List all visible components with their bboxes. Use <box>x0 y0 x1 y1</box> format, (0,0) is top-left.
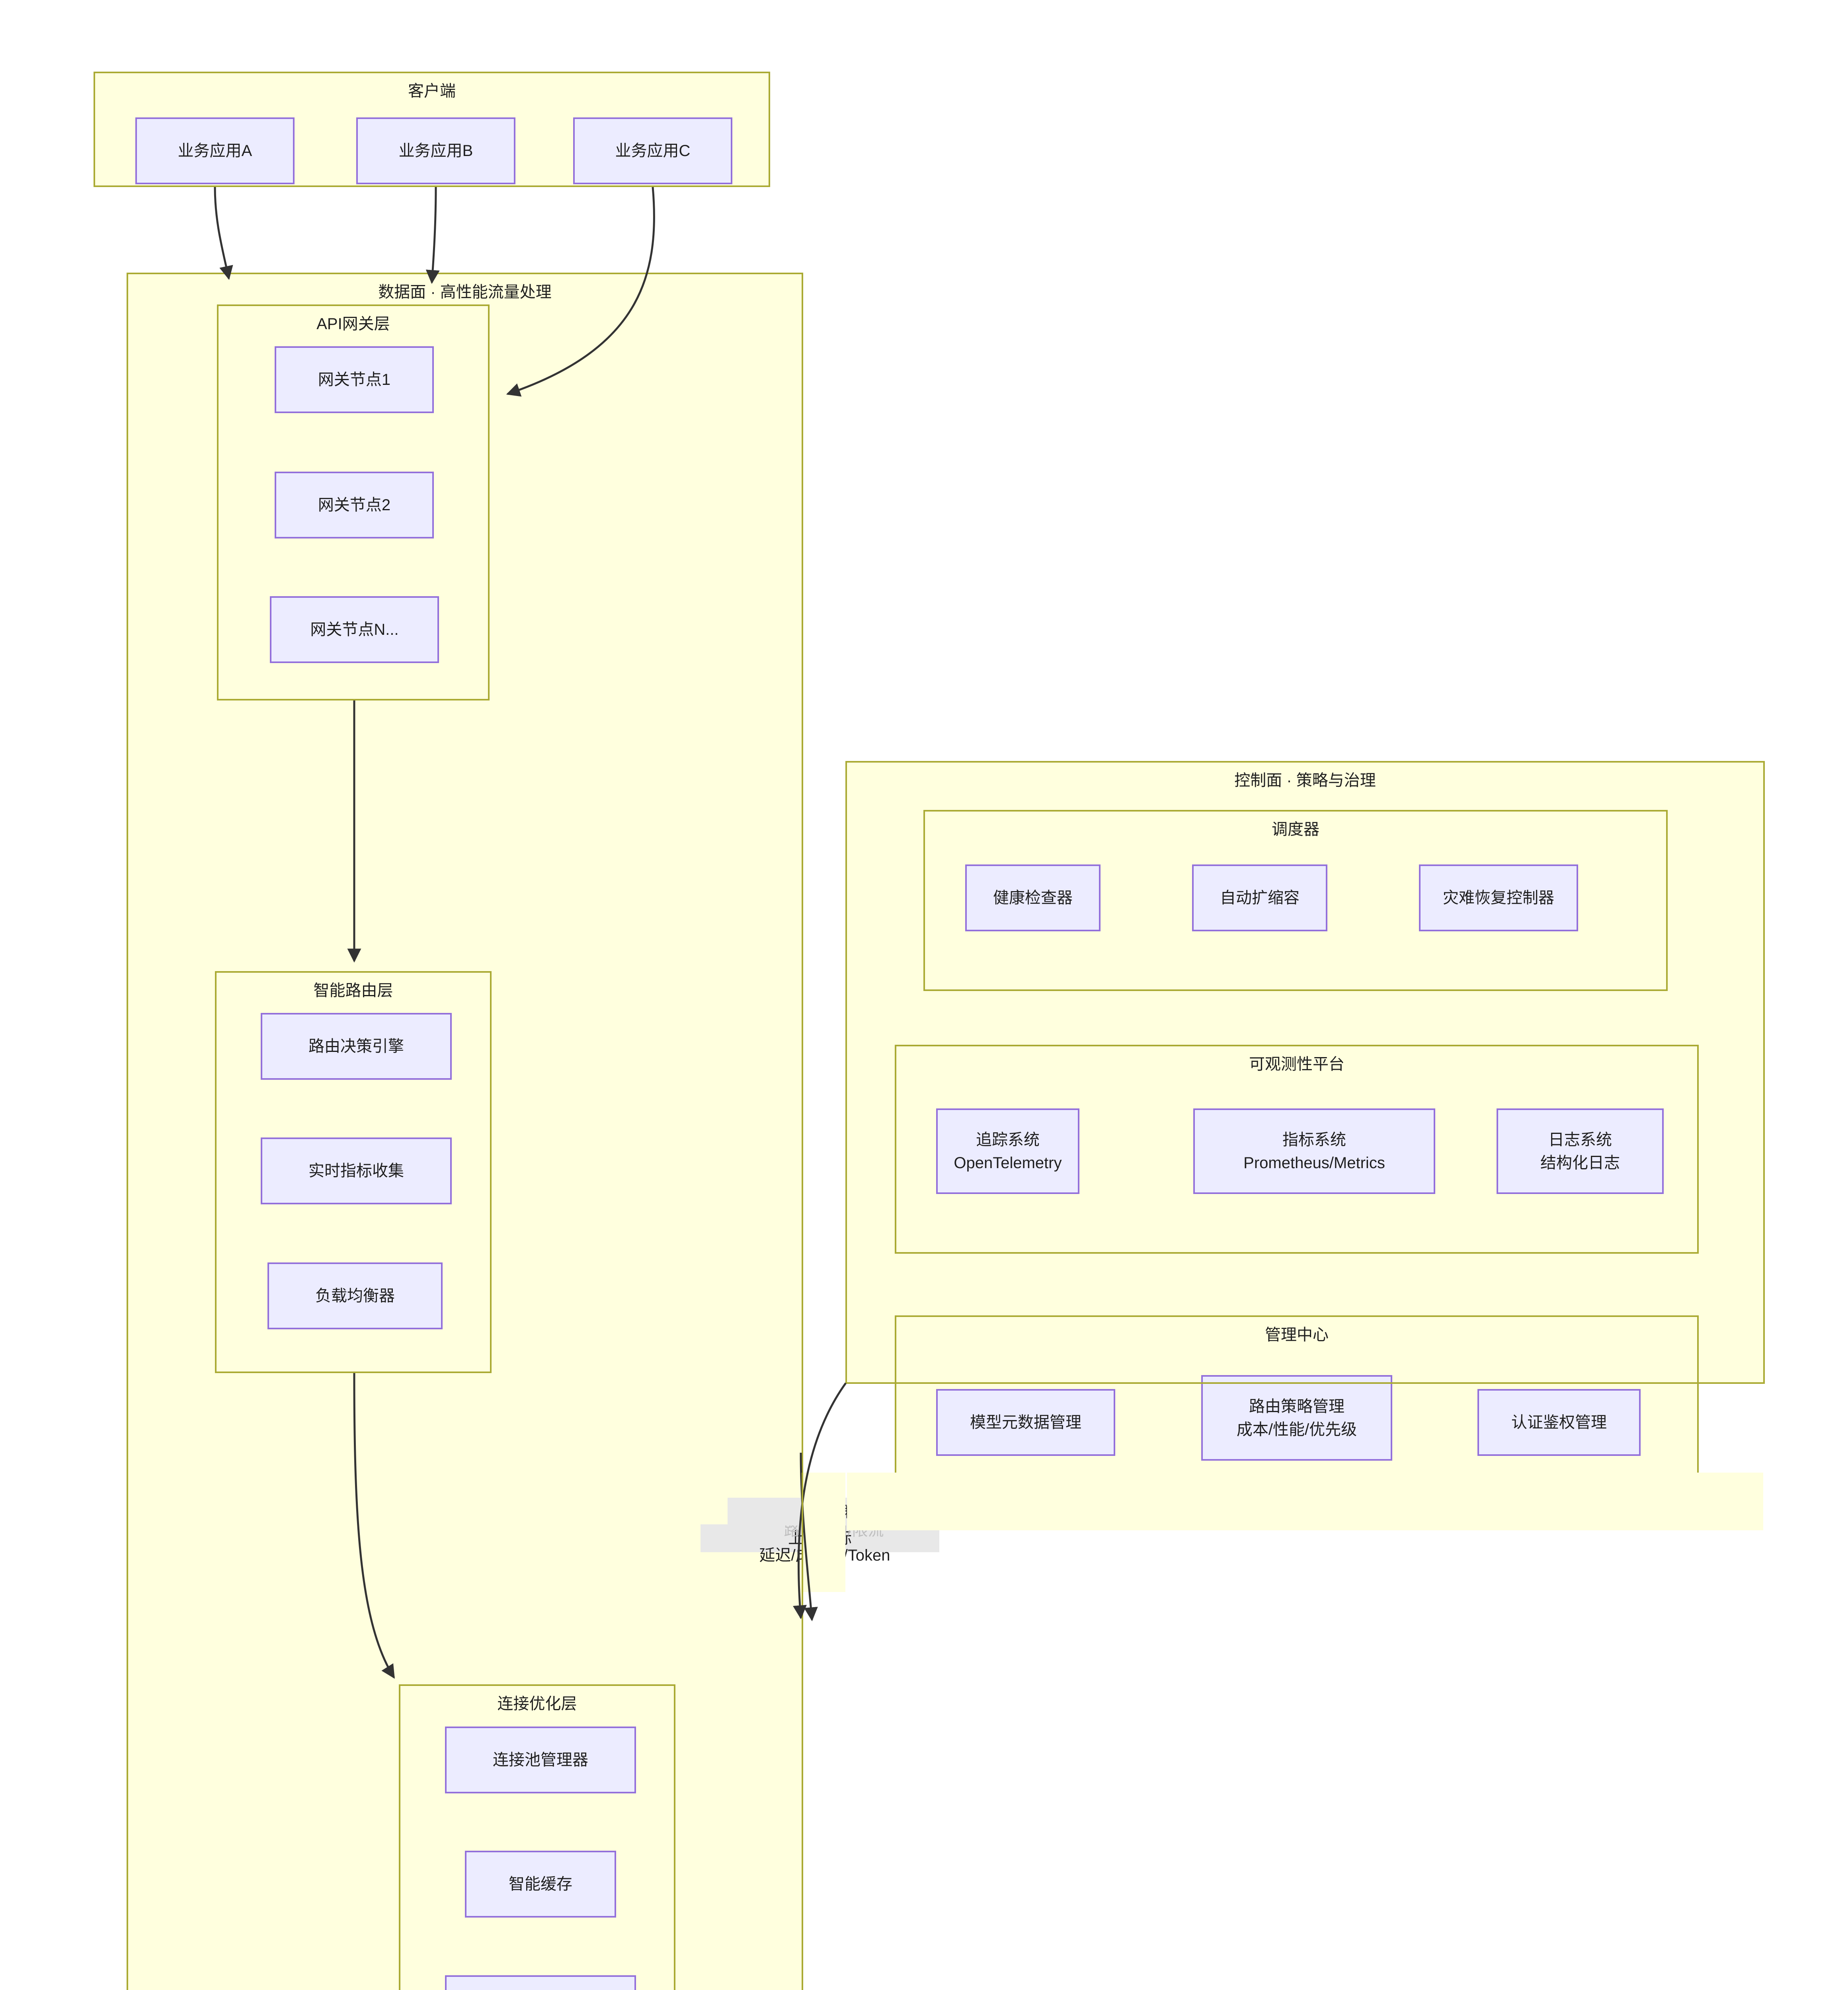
node-label: 健康检查器 <box>993 889 1073 907</box>
cluster-client-title: 客户端 <box>408 82 456 100</box>
node-label: 自动扩缩容 <box>1220 889 1300 907</box>
control-plane-occluder-border <box>845 1382 1765 1384</box>
cluster-control-plane-title: 控制面 · 策略与治理 <box>1234 772 1376 789</box>
node-load-balancer[interactable]: 负载均衡器 <box>267 1262 443 1329</box>
node-label: 智能缓存 <box>509 1875 572 1893</box>
node-label-line2: Prometheus/Metrics <box>1243 1154 1385 1172</box>
node-smart-cache[interactable]: 智能缓存 <box>465 1851 616 1918</box>
cluster-connection-optimization-title: 连接优化层 <box>497 1695 577 1713</box>
node-label-line1: 日志系统 <box>1548 1131 1612 1149</box>
node-auto-scaling[interactable]: 自动扩缩容 <box>1192 864 1327 931</box>
control-plane-occluder <box>847 1473 1763 1530</box>
node-label-line2: OpenTelemetry <box>954 1154 1062 1172</box>
node-label: 灾难恢复控制器 <box>1443 889 1554 907</box>
node-label: 实时指标收集 <box>308 1162 404 1180</box>
node-label-line1: 追踪系统 <box>976 1131 1040 1149</box>
node-routing-policy-management[interactable]: 路由策略管理 成本/性能/优先级 <box>1201 1375 1392 1461</box>
node-label: 认证鉴权管理 <box>1511 1414 1607 1431</box>
node-business-app-b[interactable]: 业务应用B <box>356 117 515 184</box>
node-label: 网关节点1 <box>318 371 391 388</box>
data-plane-right-border <box>802 1473 803 1592</box>
node-gateway-node-2[interactable]: 网关节点2 <box>275 472 434 538</box>
node-gateway-node-1[interactable]: 网关节点1 <box>275 346 434 413</box>
cluster-scheduler-title: 调度器 <box>1272 821 1319 838</box>
node-health-checker[interactable]: 健康检查器 <box>965 864 1101 931</box>
node-label: 业务应用B <box>398 142 473 160</box>
edge-appA-to-gateway <box>214 187 233 280</box>
node-business-app-a[interactable]: 业务应用A <box>135 117 295 184</box>
node-label-line2: 成本/性能/优先级 <box>1236 1420 1357 1438</box>
node-label: 业务应用A <box>178 142 252 160</box>
cluster-api-gateway-title: API网关层 <box>316 315 390 333</box>
node-label: 路由决策引擎 <box>308 1038 404 1055</box>
node-logging-system[interactable]: 日志系统 结构化日志 <box>1497 1108 1664 1194</box>
node-metrics-system[interactable]: 指标系统 Prometheus/Metrics <box>1193 1108 1435 1194</box>
node-label: 模型元数据管理 <box>970 1414 1081 1431</box>
node-label: 网关节点2 <box>318 496 391 514</box>
node-label: 负载均衡器 <box>315 1287 395 1305</box>
node-tracing-system[interactable]: 追踪系统 OpenTelemetry <box>936 1108 1079 1194</box>
node-label: 连接池管理器 <box>493 1751 588 1769</box>
node-label: 业务应用C <box>615 142 691 160</box>
node-model-metadata-management[interactable]: 模型元数据管理 <box>936 1389 1115 1456</box>
cluster-management-center-title: 管理中心 <box>1265 1326 1329 1344</box>
node-business-app-c[interactable]: 业务应用C <box>573 117 732 184</box>
edge-appB-to-gateway <box>425 187 440 284</box>
node-label-line1: 指标系统 <box>1282 1131 1346 1149</box>
node-label-line2: 结构化日志 <box>1540 1154 1620 1172</box>
node-label-line1: 路由策略管理 <box>1249 1397 1345 1415</box>
node-disaster-recovery-controller[interactable]: 灾难恢复控制器 <box>1419 864 1578 931</box>
cluster-data-plane-title: 数据面 · 高性能流量处理 <box>378 283 552 301</box>
node-fail-fast[interactable]: 故障快速失败 <box>445 1975 636 1990</box>
node-auth-management[interactable]: 认证鉴权管理 <box>1477 1389 1641 1456</box>
node-routing-decision-engine[interactable]: 路由决策引擎 <box>261 1013 452 1080</box>
node-connection-pool-manager[interactable]: 连接池管理器 <box>445 1727 636 1793</box>
node-realtime-metrics-collection[interactable]: 实时指标收集 <box>261 1137 452 1204</box>
data-plane-occluder <box>803 1473 845 1592</box>
cluster-smart-routing-title: 智能路由层 <box>313 982 393 999</box>
node-label: 网关节点N... <box>310 621 399 638</box>
node-gateway-node-n[interactable]: 网关节点N... <box>270 596 439 663</box>
cluster-observability-title: 可观测性平台 <box>1249 1055 1345 1073</box>
